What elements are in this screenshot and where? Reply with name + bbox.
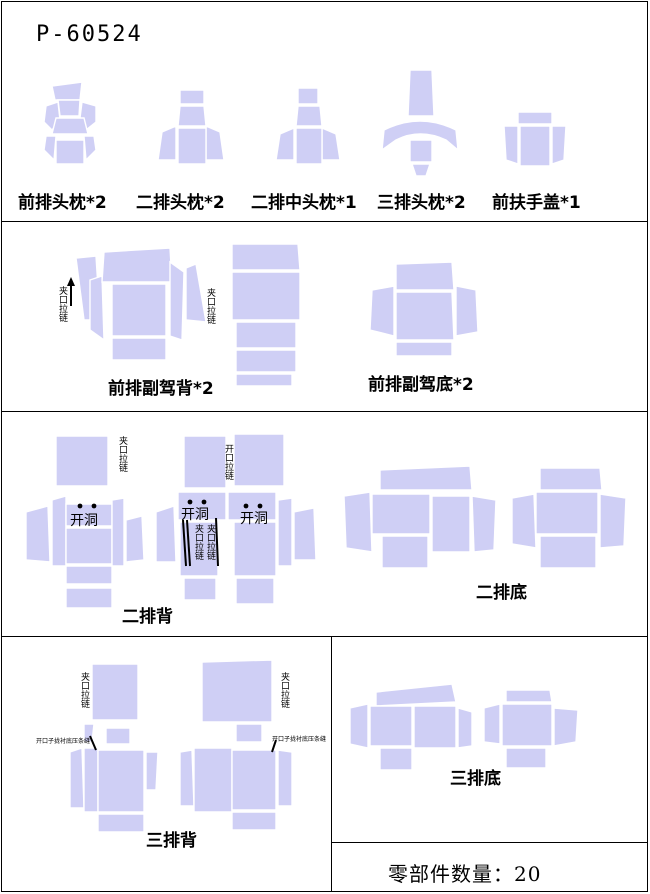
second-row-back-pattern-left [25, 435, 145, 609]
label-third-row-base: 三排底 [450, 769, 501, 789]
label-second-row-base: 二排底 [476, 583, 527, 603]
second-row-headrest-pattern [157, 89, 225, 165]
note-snap-seam: 开口子拢衬底压条缝 [272, 736, 327, 743]
third-row-base-pattern [349, 683, 579, 771]
third-row-back-pattern-right [179, 659, 293, 831]
label-second-row-back: 二排背 [122, 607, 173, 627]
hole-label: 开洞 [70, 513, 98, 529]
front-headrest-pattern [43, 81, 97, 165]
note-clip-zipper: 夹口拉链 [117, 436, 127, 472]
hole-label: 开洞 [181, 507, 209, 523]
note-clip-zipper: 夹口拉链 [279, 672, 289, 708]
second-row-middle-headrest-pattern [275, 87, 341, 165]
label-second-row-middle-headrest: 二排中头枕*1 [251, 193, 357, 213]
label-third-row-headrest: 三排头枕*2 [377, 193, 466, 213]
third-row-headrest-pattern [381, 69, 459, 177]
second-row-back-pattern-right [227, 433, 317, 605]
front-armrest-cover-pattern [503, 111, 567, 167]
label-front-passenger-back: 前排副驾背*2 [108, 379, 214, 399]
note-clip-zipper: 夹口拉链 [205, 288, 215, 324]
parts-count-label: 零部件数量： [388, 862, 514, 886]
note-clip-zipper-vertical: 夹口拉链 [193, 524, 203, 560]
section-divider-vertical [331, 636, 332, 892]
third-row-back-pattern-left [69, 663, 159, 833]
second-row-base-pattern [343, 465, 627, 569]
label-front-armrest-cover: 前扶手盖*1 [492, 193, 581, 213]
note-snap-seam: 开口子拢衬底压条缝 [36, 738, 91, 745]
section-divider [1, 636, 648, 637]
label-second-row-headrest: 二排头枕*2 [136, 193, 225, 213]
document-code: P-60524 [36, 22, 143, 47]
zipper-arrow-mark [67, 277, 75, 306]
note-clip-zipper-vertical: 夹口拉链 [205, 524, 215, 560]
note-clip-zipper: 夹口拉链 [79, 672, 89, 708]
parts-count: 零部件数量：20 [388, 858, 541, 887]
label-third-row-back: 三排背 [146, 831, 197, 851]
parts-count-value: 20 [514, 862, 542, 886]
section-divider [1, 221, 648, 222]
zipper-line-marks [89, 517, 277, 753]
footer-divider [331, 842, 648, 843]
hole-dots [77, 499, 263, 509]
label-front-passenger-base: 前排副驾底*2 [368, 375, 474, 395]
front-passenger-base-pattern [369, 261, 479, 357]
front-passenger-back-pattern [75, 243, 301, 387]
label-front-headrest: 前排头枕*2 [18, 193, 107, 213]
hole-label: 开洞 [240, 511, 268, 527]
section-divider [1, 411, 648, 412]
note-open-zipper: 开口拉链 [223, 444, 233, 480]
note-clip-zipper: 夹口拉链 [57, 286, 67, 322]
